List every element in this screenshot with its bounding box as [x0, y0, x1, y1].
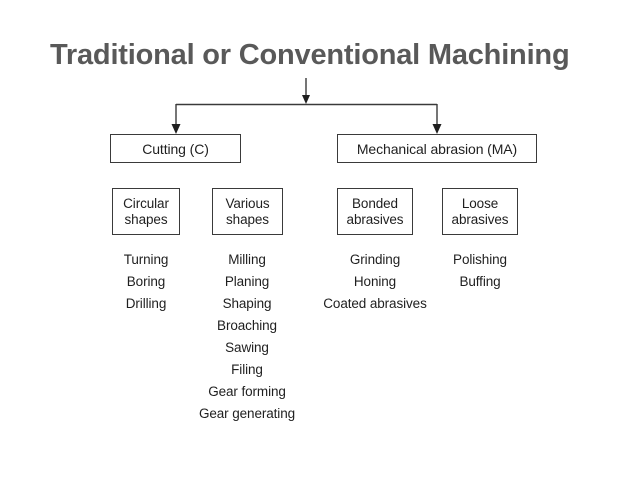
- node-line-2: shapes: [124, 211, 168, 227]
- root-arrow-head: [302, 95, 310, 104]
- branch-left-arrow-head: [171, 124, 181, 134]
- leaf-item: Gear forming: [208, 384, 286, 399]
- node-mechanical-abrasion[interactable]: Mechanical abrasion (MA): [337, 134, 537, 163]
- leaf-item: Boring: [126, 274, 166, 289]
- node-line-2: abrasives: [451, 211, 509, 227]
- node-line-1: Loose: [461, 195, 499, 211]
- node-bonded-abrasives[interactable]: Bonded abrasives: [337, 188, 413, 235]
- node-circular-shapes-label: Circular shapes: [123, 196, 169, 228]
- leaf-item: Gear generating: [198, 406, 296, 421]
- leaf-item: Grinding: [349, 252, 401, 267]
- leaf-item: Planing: [224, 274, 270, 289]
- node-bonded-abrasives-label: Bonded abrasives: [347, 196, 404, 228]
- leaf-item: Milling: [228, 252, 266, 267]
- node-loose-abrasives-label: Loose abrasives: [452, 196, 509, 228]
- node-line-1: Circular: [123, 195, 169, 211]
- node-cutting[interactable]: Cutting (C): [110, 134, 241, 163]
- leaf-item: Sawing: [225, 340, 269, 355]
- leaf-item: Drilling: [125, 296, 167, 311]
- leaf-item: Buffing: [459, 274, 501, 289]
- branch-right-arrow-head: [432, 124, 442, 134]
- leaf-item: Shaping: [222, 296, 272, 311]
- node-line-2: abrasives: [346, 211, 404, 227]
- leaf-item: Honing: [353, 274, 397, 289]
- node-various-shapes-label: Various shapes: [225, 196, 269, 228]
- node-various-shapes[interactable]: Various shapes: [212, 188, 283, 235]
- leaf-item: Filing: [231, 362, 263, 377]
- node-line-1: Various: [225, 195, 270, 211]
- node-circular-shapes[interactable]: Circular shapes: [112, 188, 180, 235]
- leaf-item: Coated abrasives: [323, 296, 427, 311]
- node-line-2: shapes: [226, 211, 269, 227]
- node-line-1: Bonded: [352, 195, 398, 211]
- leaf-item: Turning: [123, 252, 169, 267]
- node-loose-abrasives[interactable]: Loose abrasives: [442, 188, 518, 235]
- leaf-item: Polishing: [453, 252, 507, 267]
- page-title: Traditional or Conventional Machining: [50, 39, 570, 71]
- leaf-item: Broaching: [217, 318, 277, 333]
